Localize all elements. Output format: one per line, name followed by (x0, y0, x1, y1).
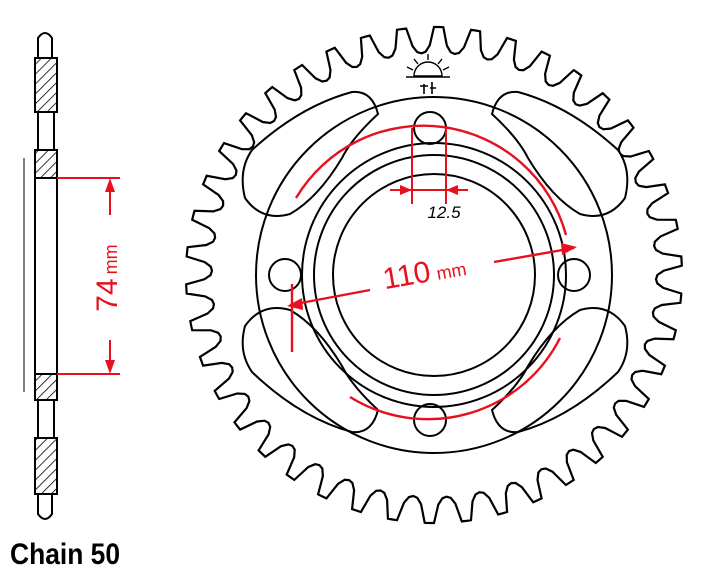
bolt-hole-arrows (400, 185, 458, 195)
dimension-74mm-label: 74 mm (91, 244, 124, 311)
dimension-74-value: 74 (91, 278, 124, 311)
hub-outer-ring (255, 96, 613, 454)
side-view-top-hatch (34, 57, 58, 113)
bolt-circle-leader-right (493, 246, 575, 264)
chain-size-caption: Chain 50 (10, 538, 121, 571)
side-view-bottom-hatch (34, 437, 58, 495)
svg-text:74mm: 74 mm (91, 244, 124, 311)
sprocket-teeth (185, 25, 683, 525)
bolt-circle-dimension (289, 124, 575, 421)
center-bore (332, 173, 536, 377)
bolt-circle-arrows (287, 243, 577, 310)
dimension-74-unit: mm (101, 244, 121, 274)
cutout-bottom-left (241, 307, 380, 434)
side-view-hub-upper-hatch (34, 149, 58, 179)
cutout-bottom-right (490, 307, 629, 434)
bolt-hole-left (268, 258, 302, 292)
sprocket-front-view (185, 25, 683, 525)
bolt-hole-bottom (413, 403, 447, 437)
hub-inner-ring (313, 154, 555, 396)
cutout-top-left (241, 90, 380, 217)
bolt-hole-right (557, 258, 591, 292)
sun-logo-icon (406, 54, 450, 94)
dimension-74mm (57, 177, 120, 375)
bolt-circle-value: 110 (380, 255, 433, 296)
bolt-circle-arc-lower (349, 337, 562, 421)
side-view-top-tooth (37, 32, 53, 59)
side-view-bottom-tooth (37, 493, 53, 520)
bolt-circle-leader-left (289, 288, 371, 307)
side-view (23, 32, 58, 520)
side-view-hub-lower-hatch (34, 373, 58, 401)
bolt-circle-arc-upper (294, 124, 568, 236)
bolt-hole-value: 12.5 (427, 203, 461, 222)
